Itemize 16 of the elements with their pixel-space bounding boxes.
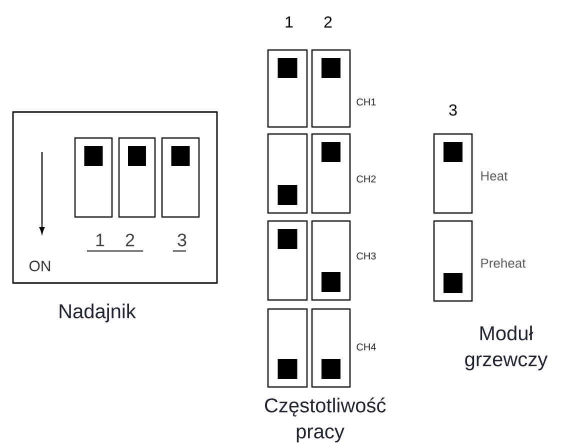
channel-label: CH3 — [356, 252, 376, 260]
caption: Moduł grzewczy — [465, 326, 548, 370]
caption: Nadajnik — [60, 304, 136, 322]
mode-label: Preheat — [481, 258, 526, 268]
column-number: 3 — [449, 104, 457, 116]
switch-number: 1 — [96, 234, 104, 246]
channel-label: CH2 — [356, 175, 376, 183]
column-number: 1 — [286, 16, 293, 28]
switch-number: 3 — [178, 234, 186, 246]
mode-label: Heat — [481, 171, 508, 181]
column-number: 2 — [324, 16, 332, 28]
switch-number: 2 — [126, 234, 134, 246]
channel-label: CH1 — [356, 98, 376, 106]
on-label: ON — [29, 260, 50, 272]
channel-label: CH4 — [356, 343, 376, 351]
caption: Częstotliwość pracy — [265, 398, 386, 442]
